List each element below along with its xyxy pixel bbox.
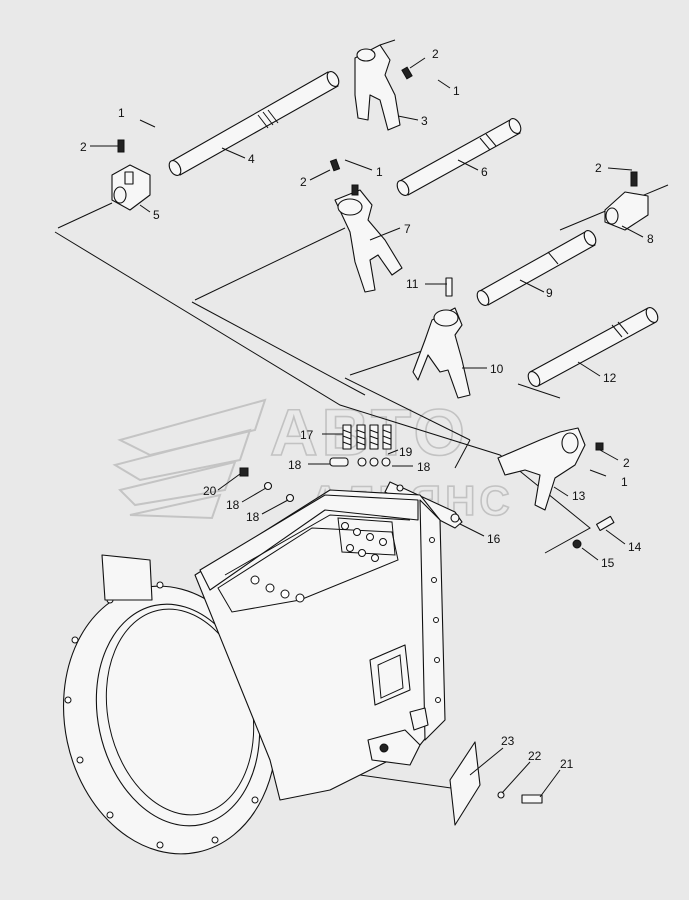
callout-label: 14 xyxy=(628,540,642,554)
shift-rod-4 xyxy=(168,71,340,176)
shift-rod-12 xyxy=(527,307,659,387)
callout-label: 15 xyxy=(601,556,615,570)
shift-fork-7 xyxy=(334,184,403,293)
callout-label: 16 xyxy=(487,532,501,546)
callout-labels: 1 2 3 1 2 4 5 2 1 6 2 7 8 11 9 10 12 17 … xyxy=(80,47,654,771)
callout-label: 8 xyxy=(647,232,654,246)
callout-label: 2 xyxy=(623,456,630,470)
shift-rod-9 xyxy=(476,230,597,306)
shift-fork-3 xyxy=(354,39,401,131)
callout-label: 2 xyxy=(80,140,87,154)
screw-2-mid xyxy=(329,158,341,172)
bracket-8 xyxy=(604,171,649,231)
callout-label: 4 xyxy=(248,152,255,166)
callout-label: 17 xyxy=(300,428,314,442)
callout-label: 6 xyxy=(481,165,488,179)
assembly-guide-lines xyxy=(54,184,669,791)
callout-label: 12 xyxy=(603,371,617,385)
callout-label: 9 xyxy=(546,286,553,300)
callout-label: 11 xyxy=(406,277,419,291)
callout-label: 13 xyxy=(572,489,586,503)
callout-label: 19 xyxy=(399,445,413,459)
callout-label: 18 xyxy=(288,458,302,472)
callout-label: 1 xyxy=(376,165,383,179)
callout-label: 1 xyxy=(621,475,628,489)
watermark-text-top: АВТО xyxy=(270,395,469,469)
gearbox-housing xyxy=(62,489,543,855)
callout-label: 7 xyxy=(404,222,411,236)
callout-label: 21 xyxy=(560,757,574,771)
bracket-5 xyxy=(111,139,151,211)
shift-fork-10 xyxy=(412,277,471,399)
screw-2-top xyxy=(401,66,413,80)
callout-label: 3 xyxy=(421,114,428,128)
callout-label: 18 xyxy=(246,510,260,524)
callout-leaders xyxy=(90,57,644,798)
callout-label: 1 xyxy=(453,84,460,98)
callout-label: 18 xyxy=(417,460,431,474)
callout-label: 10 xyxy=(490,362,504,376)
callout-label: 2 xyxy=(300,175,307,189)
callout-label: 1 xyxy=(118,106,125,120)
callout-label: 23 xyxy=(501,734,515,748)
callout-label: 2 xyxy=(432,47,439,61)
callout-label: 20 xyxy=(203,484,217,498)
callout-label: 5 xyxy=(153,208,160,222)
shift-rod-6 xyxy=(396,118,522,196)
callout-label: 2 xyxy=(595,161,602,175)
detent-springs-17 xyxy=(239,424,392,503)
callout-label: 18 xyxy=(226,498,240,512)
callout-label: 22 xyxy=(528,749,542,763)
shift-fork-13 xyxy=(497,427,604,511)
